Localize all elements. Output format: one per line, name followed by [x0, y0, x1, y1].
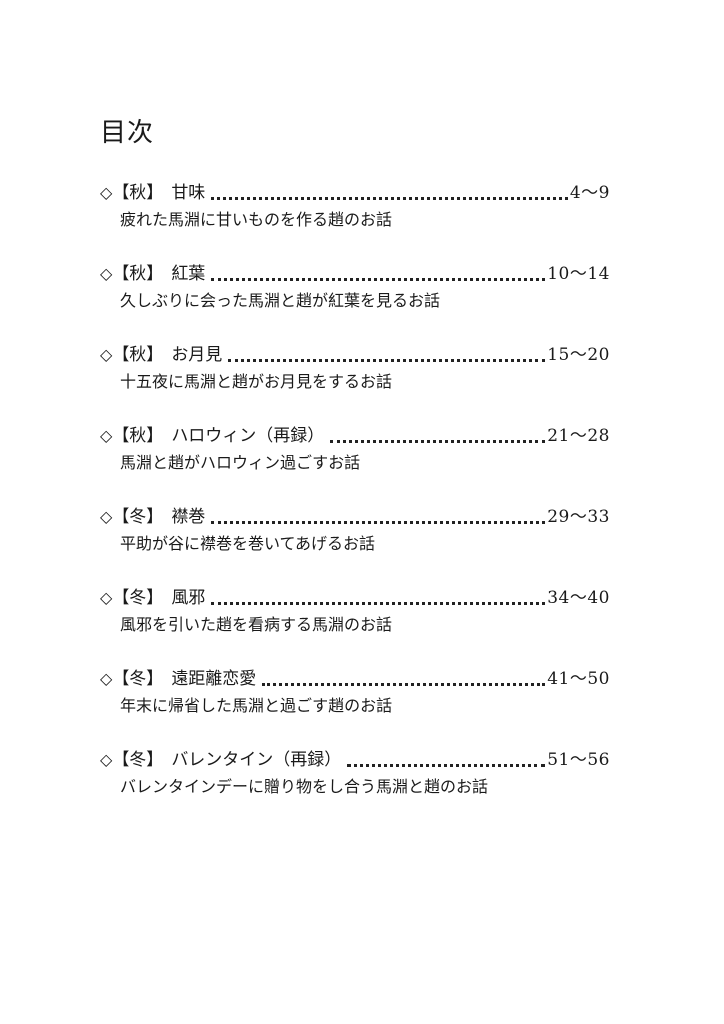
- dot-leader: [347, 763, 546, 767]
- toc-entry-line: ◇ 【冬】 バレンタイン（再録） 51～56: [100, 747, 610, 773]
- toc-entry-line: ◇ 【秋】 ハロウィン（再録） 21～28: [100, 423, 610, 449]
- toc-entry[interactable]: ◇ 【秋】 甘味 4～9 疲れた馬淵に甘いものを作る趙のお話: [100, 180, 610, 261]
- toc-entry[interactable]: ◇ 【秋】 ハロウィン（再録） 21～28 馬淵と趙がハロウィン過ごすお話: [100, 423, 610, 504]
- dot-leader: [262, 682, 546, 686]
- season-tag: 【冬】: [112, 507, 164, 527]
- entry-title: ハロウィン（再録）: [171, 426, 325, 446]
- diamond-icon: ◇: [100, 426, 113, 445]
- diamond-icon: ◇: [100, 345, 113, 364]
- toc-entry[interactable]: ◇ 【冬】 遠距離恋愛 41～50 年末に帰省した馬淵と過ごす趙のお話: [100, 666, 610, 747]
- entry-title: バレンタイン（再録）: [171, 750, 342, 770]
- page-range: 34～40: [547, 588, 610, 608]
- toc-entry-line: ◇ 【秋】 お月見 15～20: [100, 342, 610, 368]
- entry-description: 十五夜に馬淵と趙がお月見をするお話: [120, 372, 393, 391]
- entry-description: 久しぶりに会った馬淵と趙が紅葉を見るお話: [120, 291, 441, 310]
- toc-entry[interactable]: ◇ 【冬】 襟巻 29～33 平助が谷に襟巻を巻いてあげるお話: [100, 504, 610, 585]
- entry-description: 平助が谷に襟巻を巻いてあげるお話: [120, 534, 376, 553]
- entry-description: 風邪を引いた趙を看病する馬淵のお話: [120, 615, 393, 634]
- page-range: 29～33: [547, 507, 610, 527]
- dot-leader: [211, 520, 546, 524]
- dot-leader: [330, 439, 546, 443]
- page-range: 4～9: [569, 183, 610, 203]
- season-tag: 【秋】: [112, 426, 164, 446]
- toc-entry-line: ◇ 【冬】 遠距離恋愛 41～50: [100, 666, 610, 692]
- diamond-icon: ◇: [100, 183, 113, 202]
- season-tag: 【冬】: [112, 588, 164, 608]
- season-tag: 【秋】: [112, 264, 164, 284]
- toc-entry[interactable]: ◇ 【冬】 バレンタイン（再録） 51～56 バレンタインデーに贈り物をし合う馬…: [100, 747, 610, 828]
- entry-description: バレンタインデーに贈り物をし合う馬淵と趙のお話: [120, 777, 489, 796]
- entry-title: 風邪: [171, 588, 206, 608]
- table-of-contents: ◇ 【秋】 甘味 4～9 疲れた馬淵に甘いものを作る趙のお話 ◇ 【秋】 紅葉 …: [100, 180, 610, 828]
- entry-description: 疲れた馬淵に甘いものを作る趙のお話: [120, 210, 393, 229]
- toc-entry[interactable]: ◇ 【秋】 お月見 15～20 十五夜に馬淵と趙がお月見をするお話: [100, 342, 610, 423]
- toc-entry[interactable]: ◇ 【秋】 紅葉 10～14 久しぶりに会った馬淵と趙が紅葉を見るお話: [100, 261, 610, 342]
- page-range: 41～50: [547, 669, 610, 689]
- dot-leader: [211, 277, 546, 281]
- season-tag: 【冬】: [112, 669, 164, 689]
- entry-title: お月見: [171, 345, 223, 365]
- toc-entry-line: ◇ 【冬】 襟巻 29～33: [100, 504, 610, 530]
- toc-entry[interactable]: ◇ 【冬】 風邪 34～40 風邪を引いた趙を看病する馬淵のお話: [100, 585, 610, 666]
- page-range: 51～56: [547, 750, 610, 770]
- toc-entry-line: ◇ 【冬】 風邪 34～40: [100, 585, 610, 611]
- page-range: 10～14: [547, 264, 610, 284]
- page-range: 21～28: [547, 426, 610, 446]
- dot-leader: [211, 601, 546, 605]
- toc-entry-line: ◇ 【秋】 甘味 4～9: [100, 180, 610, 206]
- entry-title: 襟巻: [171, 507, 206, 527]
- page-title: 目次: [100, 118, 155, 148]
- season-tag: 【冬】: [112, 750, 164, 770]
- dot-leader: [228, 358, 546, 362]
- toc-entry-line: ◇ 【秋】 紅葉 10～14: [100, 261, 610, 287]
- entry-description: 馬淵と趙がハロウィン過ごすお話: [120, 453, 361, 472]
- season-tag: 【秋】: [112, 345, 164, 365]
- season-tag: 【秋】: [112, 183, 164, 203]
- entry-title: 甘味: [171, 183, 206, 203]
- diamond-icon: ◇: [100, 588, 113, 607]
- diamond-icon: ◇: [100, 507, 113, 526]
- diamond-icon: ◇: [100, 750, 113, 769]
- diamond-icon: ◇: [100, 264, 113, 283]
- entry-title: 紅葉: [171, 264, 206, 284]
- entry-title: 遠距離恋愛: [171, 669, 257, 689]
- dot-leader: [211, 196, 568, 200]
- entry-description: 年末に帰省した馬淵と過ごす趙のお話: [120, 696, 393, 715]
- page-range: 15～20: [547, 345, 610, 365]
- diamond-icon: ◇: [100, 669, 113, 688]
